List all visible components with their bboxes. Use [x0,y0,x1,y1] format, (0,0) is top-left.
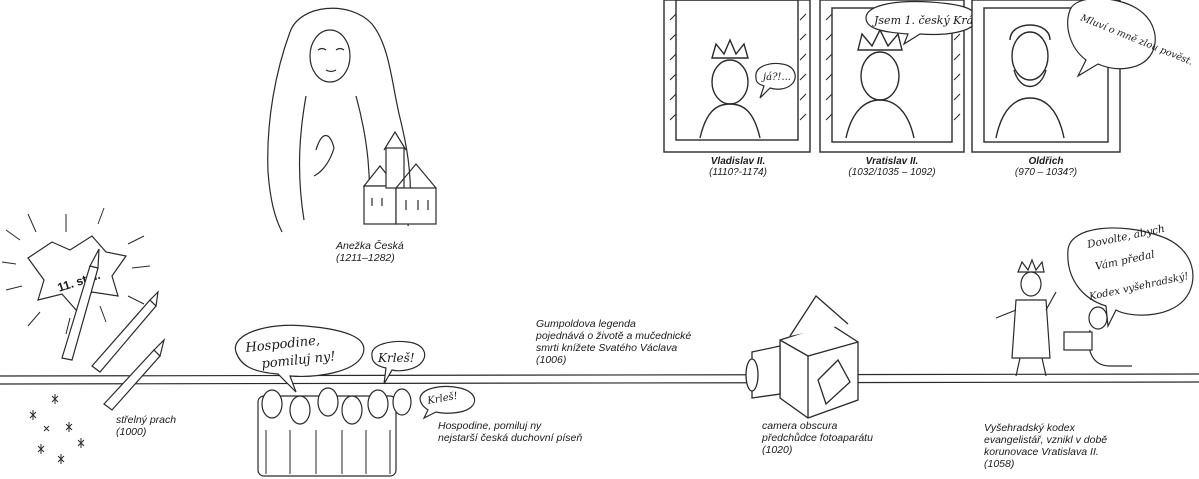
portrait-years: (970 – 1034?) [976,167,1116,178]
caption-line: smrti knížete Svatého Václava [536,342,691,354]
caption-line: nejstarší česká duchovní píseň [438,432,582,444]
caption-line: camera obscura [762,420,873,432]
caption-gunpowder: střelný prach (1000) [116,414,176,438]
caption-line: evangelistář, vznikl v době [984,434,1107,446]
caption-agnes-line-2: (1211–1282) [336,252,404,264]
caption-line: Vyšehradský kodex [984,422,1107,434]
portrait-name: Vratislav II. [822,156,962,167]
caption-line: střelný prach [116,414,176,426]
caption-line: (1058) [984,458,1107,470]
caption-camera: camera obscura předchůdce fotoaparátu (1… [762,420,873,456]
camera-obscura-illustration [746,296,858,418]
caption-line: (1006) [536,354,691,366]
agnes-illustration [268,8,436,232]
caption-line: Gumpoldova legenda [536,318,691,330]
vladislav-speech: já?!... [761,72,791,83]
caption-agnes-line-1: Anežka Česká [336,240,404,252]
caption-oldrich: Oldřich (970 – 1034?) [976,156,1116,178]
caption-legend: Gumpoldova legenda pojednává o životě a … [536,318,691,366]
caption-vladislav: Vladislav II. (1110?-1174) [668,156,808,178]
caption-line: předchůdce fotoaparátu [762,432,873,444]
timeline-axis [0,374,1199,384]
caption-vratislav: Vratislav II. (1032/1035 – 1092) [822,156,962,178]
portrait-name: Vladislav II. [668,156,808,167]
kyrie-bubble-text: Krleš! [377,351,415,365]
portrait-name: Oldřich [976,156,1116,167]
singers-illustration [258,388,411,476]
vratislav-speech: Jsem 1. český Král! [872,14,981,27]
caption-hymn: Hospodine, pomiluj ny nejstarší česká du… [438,420,582,444]
caption-line: Hospodine, pomiluj ny [438,420,582,432]
caption-codex: Vyšehradský kodex evangelistář, vznikl v… [984,422,1107,470]
portrait-years: (1032/1035 – 1092) [822,167,962,178]
caption-line: pojednává o životě a mučednické [536,330,691,342]
caption-line: korunovace Vratislava II. [984,446,1107,458]
portrait-years: (1110?-1174) [668,167,808,178]
caption-line: (1020) [762,444,873,456]
sparks-illustration [30,394,84,464]
caption-agnes: Anežka Česká (1211–1282) [336,240,404,264]
caption-line: (1000) [116,426,176,438]
